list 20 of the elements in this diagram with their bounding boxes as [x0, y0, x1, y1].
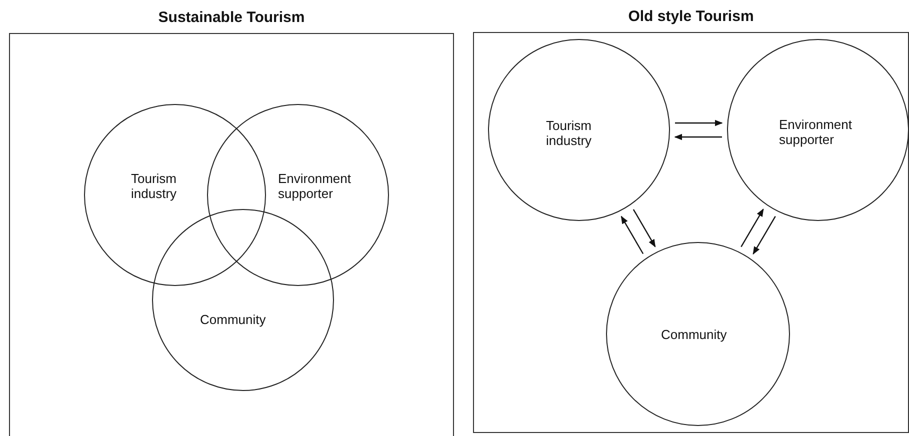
circle: [207, 104, 389, 286]
arrow: [620, 216, 644, 254]
arrow: [632, 209, 656, 248]
circle: [606, 242, 790, 426]
panel-title: Old style Tourism: [627, 8, 755, 25]
panel-title: Sustainable Tourism: [157, 9, 306, 26]
circle-label: Environment supporter: [278, 171, 352, 201]
circle: [84, 104, 266, 286]
arrow: [752, 216, 776, 255]
circle-label: Environment supporter: [779, 117, 853, 147]
circle: [488, 39, 670, 221]
arrow: [674, 134, 722, 140]
circle-label: Tourism industry: [546, 118, 593, 148]
circle: [727, 39, 909, 221]
circle: [152, 209, 334, 391]
circle-label: Tourism industry: [131, 171, 178, 201]
circle-label: Community: [200, 312, 267, 327]
arrow: [675, 120, 723, 126]
arrow: [740, 208, 764, 248]
circle-label: Community: [661, 327, 728, 342]
